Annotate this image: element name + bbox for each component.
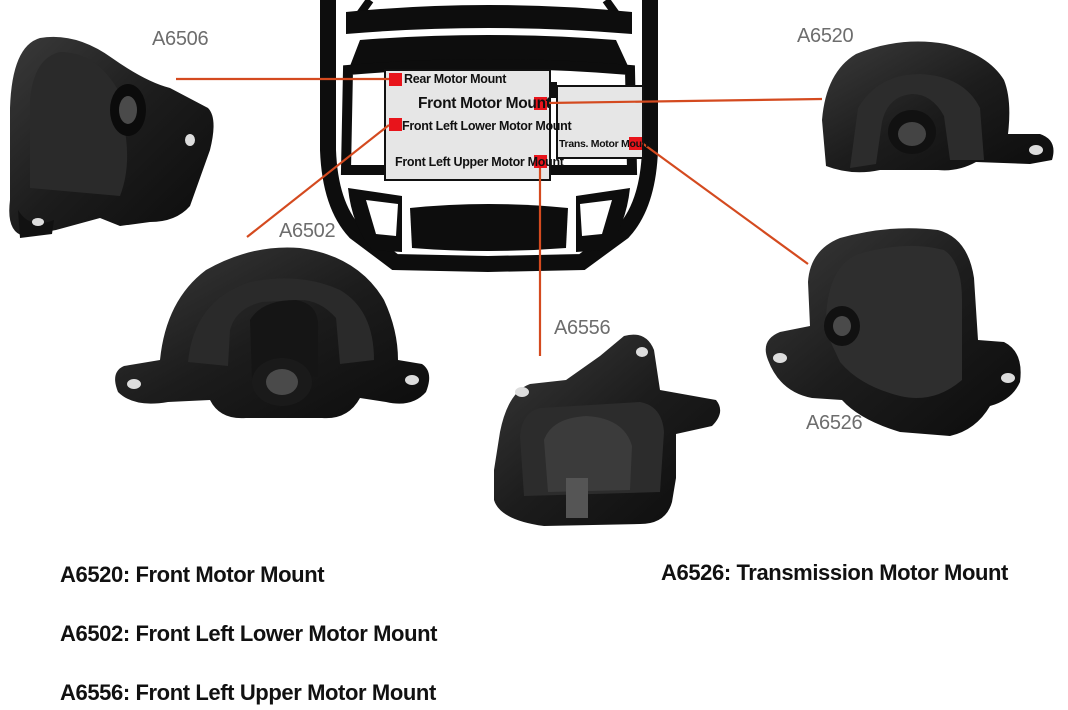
legend-a6556: A6556: Front Left Upper Motor Mount [60, 680, 436, 705]
legend-a6502: A6502: Front Left Lower Motor Mount [60, 621, 438, 646]
mount-a6520-photo [822, 41, 1054, 173]
trans-motor-mount-label: Trans. Motor Mount [559, 138, 652, 150]
part-code-a6506: A6506 [152, 28, 209, 50]
part-code-a6526: A6526 [806, 412, 863, 434]
mount-a6556-photo [494, 334, 721, 526]
trans-mount-marker [629, 137, 642, 150]
mount-a6526-photo [765, 228, 1021, 436]
legend-a6520: A6520: Front Motor Mount [60, 562, 325, 587]
mount-a6502-photo [115, 247, 430, 419]
front-left-lower-motor-mount-label: Front Left Lower Motor Mount [402, 119, 572, 133]
front-left-upper-motor-mount-label: Front Left Upper Motor Mount [395, 155, 564, 169]
part-code-a6556: A6556 [554, 317, 611, 339]
leader-lines [176, 77, 823, 356]
front-left-lower-marker [389, 118, 402, 131]
part-code-a6502: A6502 [279, 220, 336, 242]
legend-a6526: A6526: Transmission Motor Mount [661, 560, 1008, 585]
mount-a6506-photo [9, 36, 214, 238]
front-left-upper-marker [534, 155, 547, 168]
rear-motor-mount-label: Rear Motor Mount [404, 72, 507, 86]
engine-bay-box [384, 69, 551, 181]
part-code-a6520: A6520 [797, 25, 854, 47]
front-mount-marker [534, 97, 547, 110]
rear-mount-marker [389, 73, 402, 86]
front-motor-mount-label: Front Motor Mount [418, 95, 551, 112]
transmission-box [556, 85, 644, 159]
